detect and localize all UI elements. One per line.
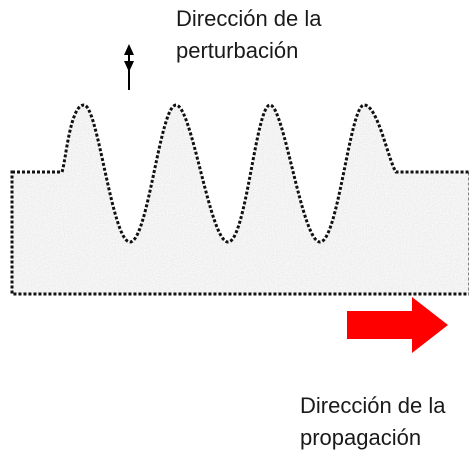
double-arrow-vertical-icon xyxy=(124,44,134,90)
disturbance-label-line2: perturbación xyxy=(176,38,299,63)
wave-medium xyxy=(12,105,469,294)
propagation-label-line2: propagación xyxy=(300,425,422,450)
disturbance-direction-label: Dirección de la perturbación xyxy=(176,3,322,67)
arrow-right-icon xyxy=(347,297,448,353)
propagation-direction-label: Dirección de la propagación xyxy=(300,390,446,454)
propagation-label-line1: Dirección de la xyxy=(300,393,446,418)
disturbance-label-line1: Dirección de la xyxy=(176,6,322,31)
wave-medium-outline xyxy=(10,103,469,296)
